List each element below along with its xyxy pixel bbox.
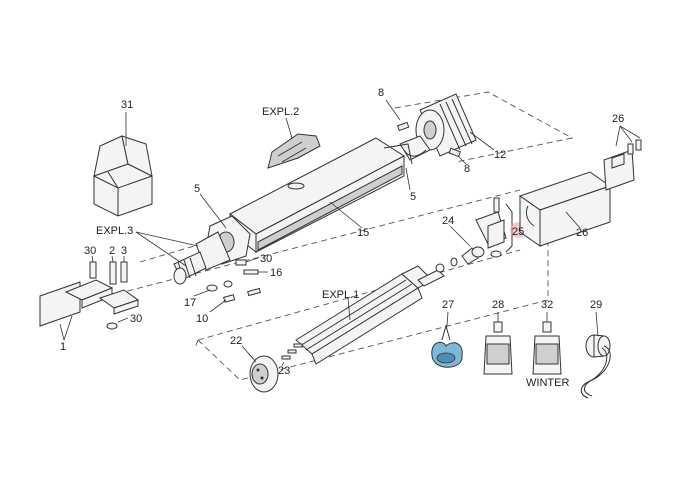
screw-part-30-top[interactable]	[235, 257, 259, 266]
label-expl-3: EXPL.3	[96, 225, 133, 237]
part-labels: 31 EXPL.2 8 12 8 5 5 15 26 EXPL.3 30 2 3…	[60, 87, 624, 389]
label-30-top: 30	[260, 253, 272, 265]
capacitor-part-29[interactable]	[580, 311, 611, 399]
label-5-left: 5	[194, 183, 200, 195]
label-10: 10	[196, 313, 208, 325]
oil-bottle-part-32[interactable]	[532, 312, 562, 375]
label-8-top: 8	[378, 87, 384, 99]
label-2: 2	[109, 245, 115, 257]
label-expl-2: EXPL.2	[262, 106, 299, 118]
grease-bag-part-27[interactable]	[431, 311, 463, 368]
label-25: 25	[512, 226, 524, 238]
label-1: 1	[60, 341, 66, 353]
rod-end-part-24[interactable]	[449, 225, 485, 265]
oil-bottle-part-28[interactable]	[483, 312, 513, 375]
tube-part-15[interactable]	[229, 137, 405, 254]
screw-part-8-top[interactable]	[385, 99, 410, 132]
bracket-part-25[interactable]	[475, 197, 513, 258]
screw-part-8-bottom[interactable]	[448, 147, 467, 165]
label-29: 29	[590, 299, 602, 311]
flange-part-5-right[interactable]	[383, 143, 413, 191]
screw-part-2[interactable]	[109, 255, 117, 285]
gearbox-expl-3[interactable]	[135, 231, 231, 285]
label-15: 15	[357, 227, 369, 239]
label-28: 28	[492, 299, 504, 311]
screw-part-3[interactable]	[120, 256, 128, 283]
label-16: 16	[270, 267, 282, 279]
motor-part-12[interactable]	[399, 93, 495, 161]
cap-part-22[interactable]	[241, 345, 279, 393]
box-part-31[interactable]	[93, 112, 153, 217]
screw-part-30-left[interactable]	[89, 255, 97, 279]
label-22: 22	[230, 335, 242, 347]
screw-part-10[interactable]	[209, 287, 261, 313]
end-bracket-part-26[interactable]	[603, 125, 642, 191]
rod-assembly-expl-1[interactable]	[295, 257, 458, 365]
label-26-top: 26	[612, 113, 624, 125]
label-17: 17	[184, 297, 196, 309]
label-8-bottom: 8	[464, 163, 470, 175]
label-3: 3	[121, 245, 127, 257]
screw-part-23[interactable]	[281, 343, 303, 367]
label-23: 23	[278, 365, 290, 377]
label-31: 31	[121, 99, 133, 111]
label-winter: WINTER	[526, 377, 569, 389]
label-24: 24	[442, 215, 454, 227]
screw-part-16[interactable]	[243, 269, 268, 275]
label-32: 32	[541, 299, 553, 311]
nut-part-17[interactable]	[193, 280, 233, 297]
label-27: 27	[442, 299, 454, 311]
label-12: 12	[494, 149, 506, 161]
label-26-profile: 26	[576, 227, 588, 239]
profile-part-26[interactable]	[518, 171, 612, 247]
bracket-part-1[interactable]	[39, 279, 114, 341]
label-30-left: 30	[84, 245, 96, 257]
nut-part-30-bottom[interactable]	[106, 317, 129, 330]
label-30-bottom: 30	[130, 313, 142, 325]
bracket-plate-part[interactable]	[98, 289, 140, 315]
cover-expl-2[interactable]	[267, 117, 321, 169]
label-expl-1: EXPL.1	[322, 289, 359, 301]
label-5-right: 5	[410, 191, 416, 203]
